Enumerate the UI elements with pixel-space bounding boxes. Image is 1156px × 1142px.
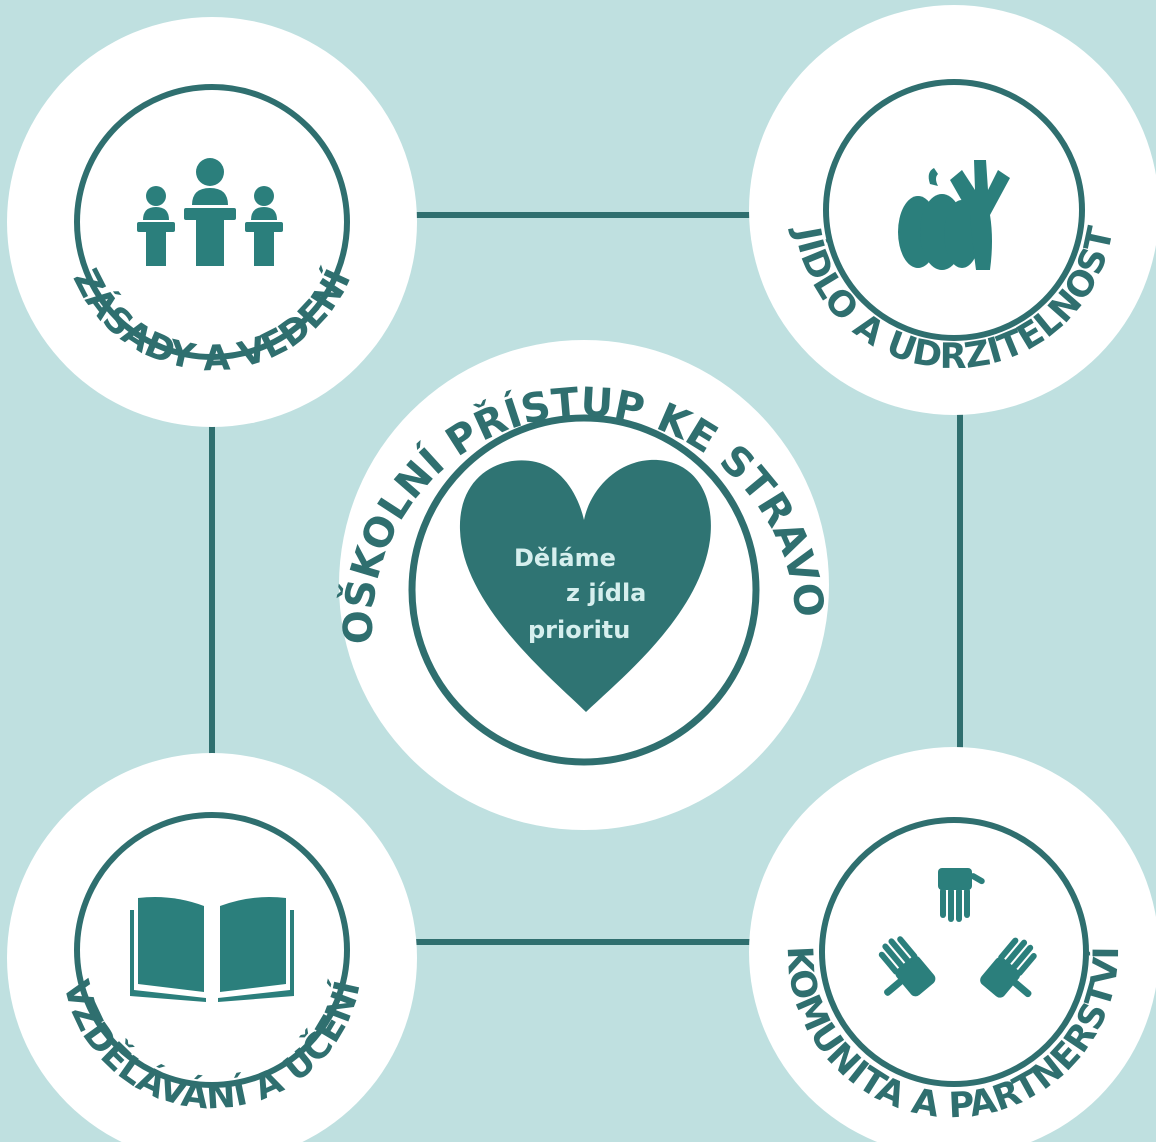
pumpkin-leek-icon — [898, 160, 1010, 270]
pillar-food-sustainability: JÍDLO A UDRŽITELNOST — [749, 5, 1156, 415]
open-book-icon — [130, 897, 294, 1002]
pillar-circle — [7, 753, 417, 1142]
joined-hands-icon — [878, 868, 1037, 998]
center-ring — [408, 414, 760, 766]
pillar-ring — [74, 84, 350, 360]
heart-icon — [459, 459, 711, 712]
pillar-ring — [819, 817, 1089, 1087]
podium-people-icon — [137, 158, 283, 266]
pillar-education-learning: VZDĚLÁVÁNÍ A UČENÍ — [7, 753, 417, 1142]
pillar-circle — [749, 747, 1156, 1142]
pillar-policy-leadership: ZÁSADY A VEDENÍ — [7, 17, 417, 427]
heart-text-line3: prioritu — [528, 616, 630, 644]
pillar-ring — [823, 79, 1085, 341]
heart-text-line1: Děláme — [514, 544, 616, 572]
pillar-community-partnership: KOMUNITA A PARTNERSTVÍ — [749, 747, 1156, 1142]
heart-text-line2: z jídla — [566, 579, 646, 607]
pillar-ring — [74, 812, 350, 1088]
